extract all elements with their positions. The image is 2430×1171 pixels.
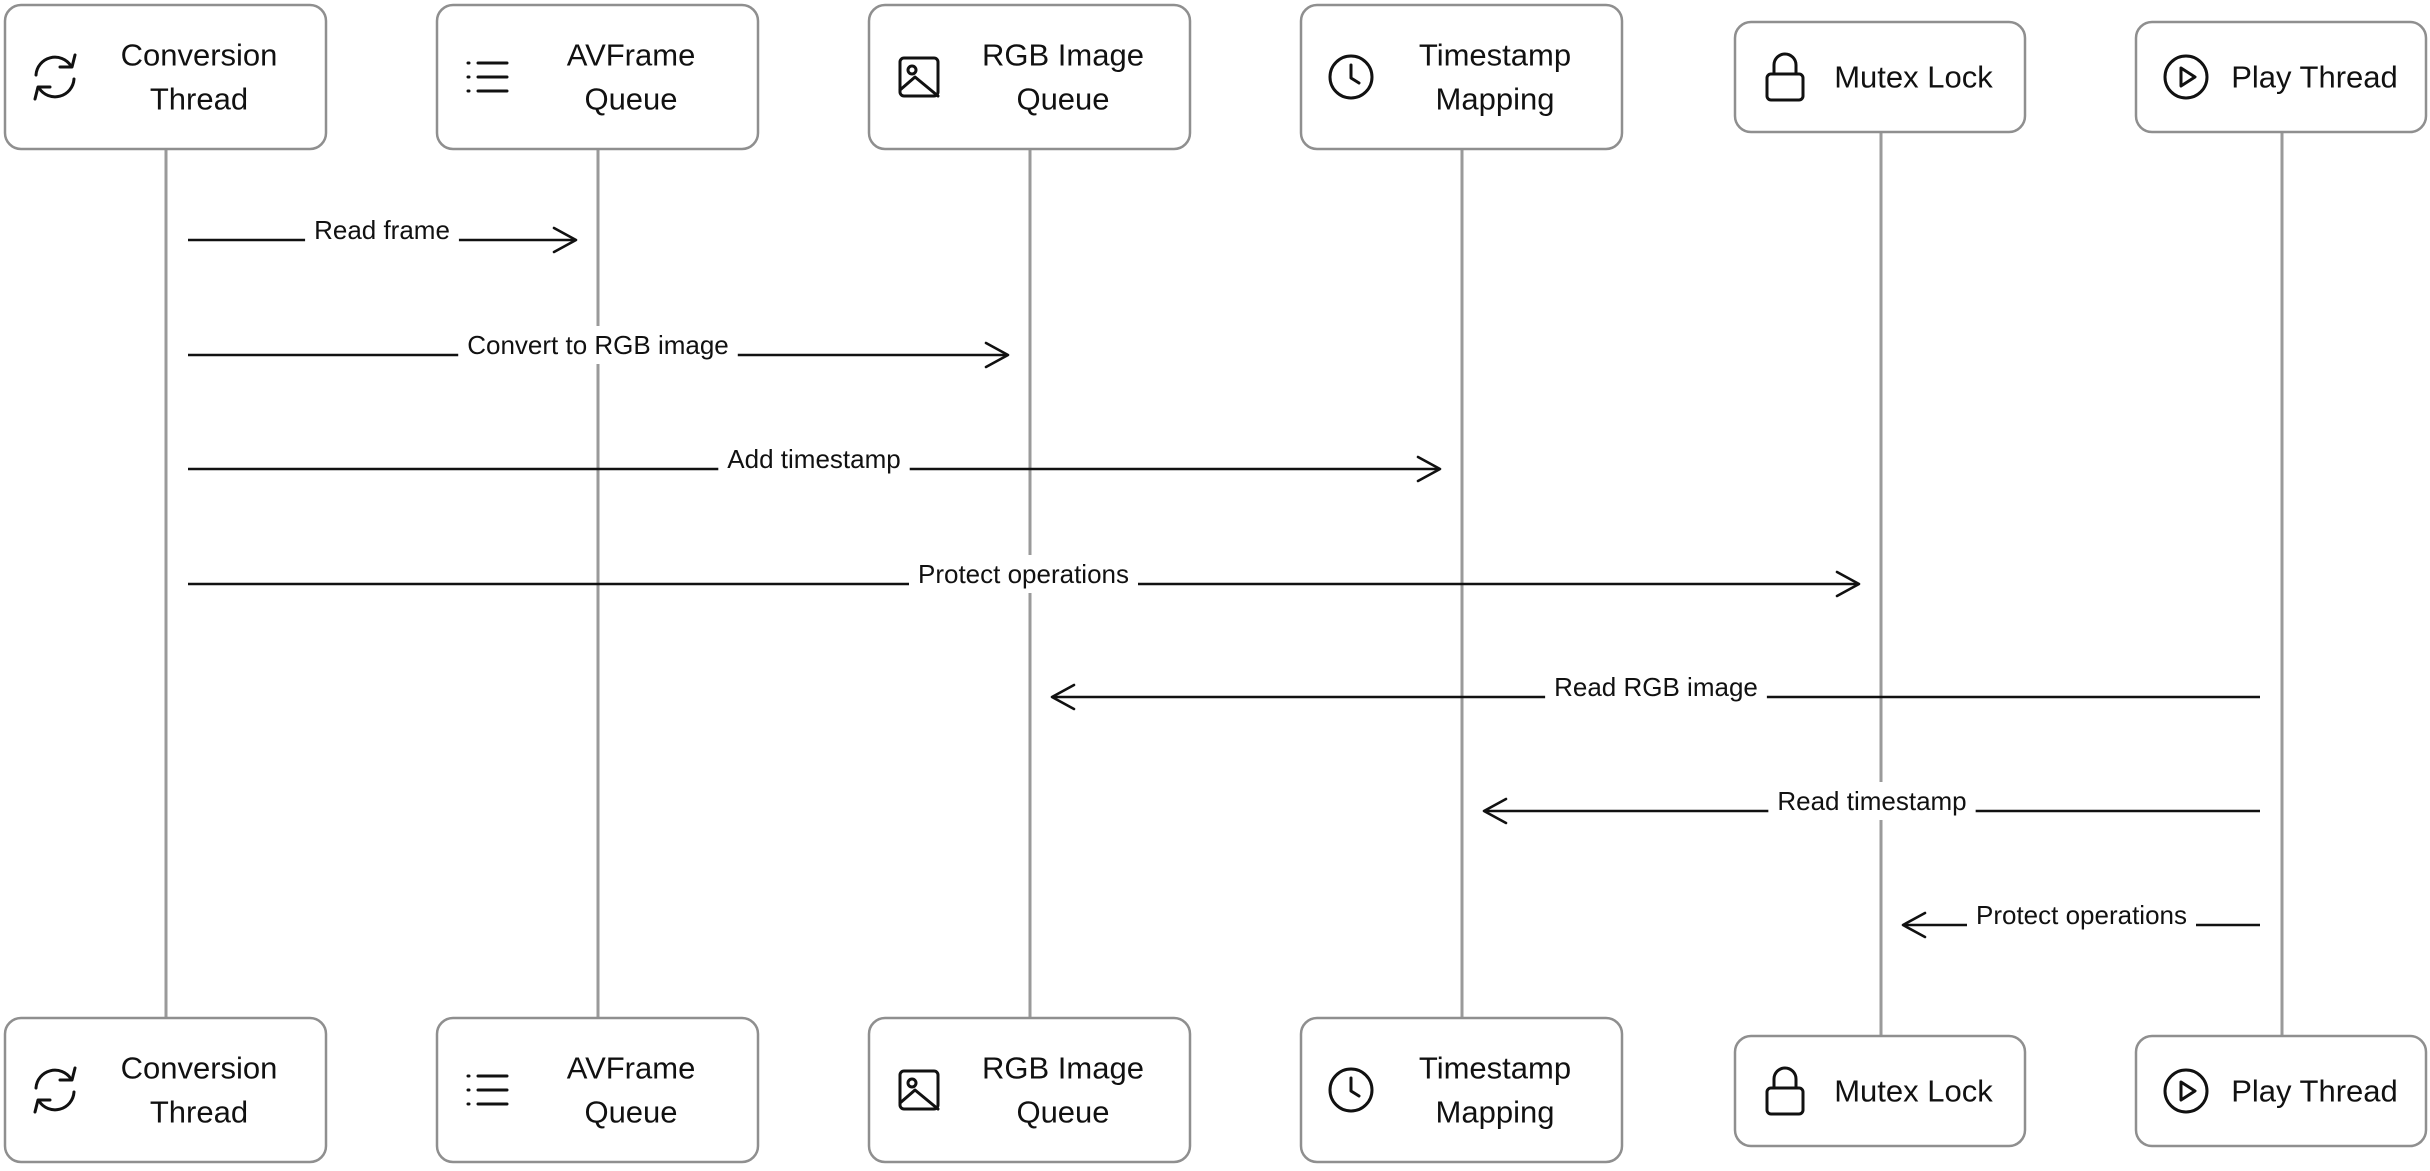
message-arrow: Read timestamp [1482,782,2260,825]
lock-icon [1765,1066,1805,1116]
message-label-bg [305,211,459,249]
message-label-bg [458,326,738,364]
actor-box [867,3,1192,151]
play-circle-icon [2163,54,2209,100]
actor-label: Timestamp [1419,38,1571,73]
message-label-bg [718,440,910,478]
arrowhead [1416,455,1442,483]
list-icon [466,61,509,93]
actor-box [435,1016,760,1164]
message-label: Convert to RGB image [467,330,729,360]
actor-label: Queue [1016,82,1109,117]
actor-label: RGB Image [982,38,1144,73]
message-label: Protect operations [1976,900,2187,930]
arrowhead [1050,683,1076,711]
lock-icon [1765,52,1805,102]
message-label: Read RGB image [1554,672,1758,702]
actor-label: Queue [584,82,677,117]
message-arrow: Protect operations [188,555,1861,598]
arrowhead [1482,797,1508,825]
message-arrow: Read RGB image [1050,668,2260,711]
actor-label: Mutex Lock [1834,1074,1993,1109]
actor-label: Play Thread [2231,1074,2398,1109]
actor-label: Conversion [121,1051,278,1086]
actor-label: Mutex Lock [1834,60,1993,95]
clock-icon [1328,1067,1374,1113]
actor-label: Conversion [121,38,278,73]
actor-box [435,3,760,151]
actor-box [1733,1034,2027,1148]
actor-label: Thread [150,1095,248,1130]
image-icon [898,1069,940,1111]
actor-label: Queue [1016,1095,1109,1130]
actor-label: Mapping [1436,1095,1555,1130]
clock-icon [1328,54,1374,100]
actors: ConversionThreadConversionThreadAVFrameQ… [3,3,2428,1164]
arrowhead [552,226,578,254]
message-arrow: Read frame [188,211,578,254]
message-arrow: Protect operations [1901,896,2260,939]
actor-label: Timestamp [1419,1051,1571,1086]
actor-box [867,1016,1192,1164]
refresh-icon [33,1066,77,1114]
actor-box [1299,3,1624,151]
message-arrow: Add timestamp [188,440,1442,483]
actor-label: Play Thread [2231,60,2398,95]
actor-box [3,3,328,151]
actor-label: Thread [150,82,248,117]
actor-label: AVFrame [567,38,696,73]
actor-mutex-lock-bot: Mutex Lock [1733,1034,2027,1148]
message-label-bg [1545,668,1767,706]
actor-label: Queue [584,1095,677,1130]
arrowhead [1901,911,1927,939]
actor-label: Mapping [1436,82,1555,117]
message-label-bg [1768,782,1976,820]
message-label-bg [1966,896,2197,934]
arrowhead [984,341,1010,369]
arrowhead [1835,570,1861,598]
message-label: Read timestamp [1777,786,1966,816]
image-icon [898,56,940,98]
actor-box [1299,1016,1624,1164]
actor-box [1733,20,2027,134]
actor-box [2134,1034,2428,1148]
message-arrow: Convert to RGB image [188,326,1010,369]
message-label: Read frame [314,215,450,245]
list-icon [466,1074,509,1106]
actor-play-thread-top: Play Thread [2134,20,2428,134]
actor-label: AVFrame [567,1051,696,1086]
message-label: Add timestamp [727,444,900,474]
actor-label: RGB Image [982,1051,1144,1086]
actor-box [2134,20,2428,134]
refresh-icon [33,53,77,101]
message-label-bg [908,555,1139,593]
actor-box [3,1016,328,1164]
actor-mutex-lock-top: Mutex Lock [1733,20,2027,134]
message-label: Protect operations [918,559,1129,589]
actor-play-thread-bot: Play Thread [2134,1034,2428,1148]
play-circle-icon [2163,1068,2209,1114]
